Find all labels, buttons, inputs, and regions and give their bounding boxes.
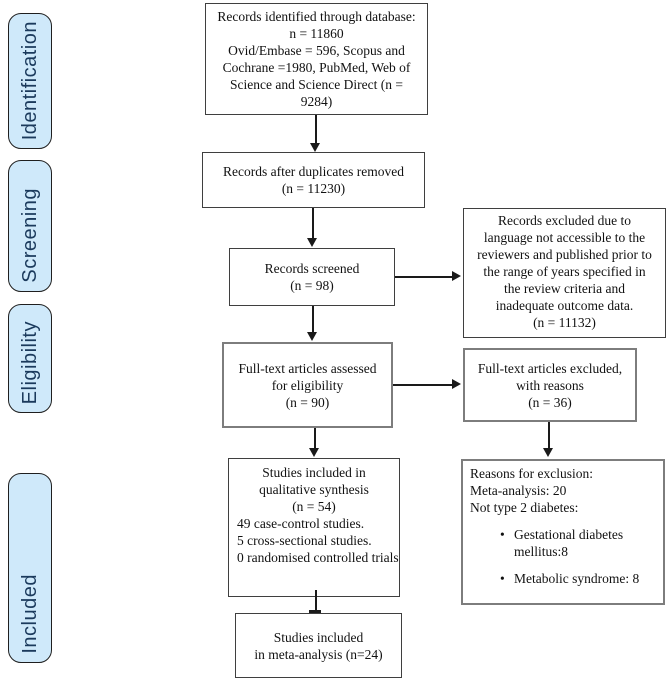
box-line: Studies included in [262, 465, 366, 480]
bullet-item: • Gestational diabetes mellitus:8 [470, 526, 659, 560]
box-line: Records after duplicates removed [222, 164, 405, 179]
exclusion-reasons-box: Reasons for exclusion: Meta-analysis: 20… [461, 459, 665, 605]
arrowhead-right-icon [452, 271, 461, 281]
box-line: (n = 11132) [533, 315, 596, 330]
box-line: for eligibility [271, 377, 344, 393]
box-line: Records identified through database: [217, 9, 416, 24]
stage-identification: Identification [8, 13, 52, 149]
meta-analysis-box: Studies included in meta-analysis (n=24) [235, 613, 402, 678]
arrow-fulltext-to-qualitative [314, 428, 316, 448]
box-line: 49 case-control studies. [237, 516, 365, 531]
arrowhead-down-icon [307, 238, 317, 247]
box-line: Full-text articles assessed [238, 360, 377, 376]
arrowhead-right-icon [452, 379, 461, 389]
arrow-fulltext-to-excluded [393, 384, 452, 386]
stage-screening-label: Screening [18, 188, 41, 283]
box-line: (n = 54) [292, 499, 336, 514]
bullet-icon: • [500, 571, 505, 586]
box-line: n = 11860 [289, 26, 344, 41]
arrowhead-down-icon [310, 143, 320, 152]
box-line: Studies included [273, 629, 364, 645]
arrowhead-flat-icon [309, 610, 321, 613]
bullet-text: Metabolic syndrome: 8 [514, 571, 640, 586]
arrow-identified-to-duplicates [315, 115, 317, 143]
bullet-text: Gestational diabetes mellitus:8 [514, 527, 624, 559]
box-line: in meta-analysis (n=24) [254, 646, 383, 662]
duplicates-removed-box: Records after duplicates removed (n = 11… [202, 152, 425, 208]
bullet-icon: • [500, 527, 505, 542]
box-line: Not type 2 diabetes: [470, 500, 579, 515]
box-line: qualitative synthesis [259, 482, 369, 497]
arrow-duplicates-to-screened [312, 208, 314, 238]
box-line: language not accessible to the [483, 230, 646, 245]
arrow-screened-to-fulltext [312, 306, 314, 332]
bullet-item: • Metabolic syndrome: 8 [470, 570, 659, 587]
arrowhead-down-icon [309, 448, 319, 457]
box-line: inadequate outcome data. [495, 298, 634, 313]
box-line: the review criteria and [503, 281, 626, 296]
stage-eligibility: Eligibility [8, 304, 52, 413]
box-line: Meta-analysis: 20 [470, 483, 567, 498]
exclusion-reasons-content: Reasons for exclusion: Meta-analysis: 20… [463, 461, 663, 587]
stage-identification-label: Identification [18, 20, 41, 140]
arrowhead-down-icon [543, 448, 553, 457]
box-line: 0 randomised controlled trials [237, 550, 399, 565]
box-line: 5 cross-sectional studies. [237, 533, 372, 548]
records-screened-box: Records screened (n = 98) [229, 248, 395, 306]
box-line: Full-text articles excluded, [477, 360, 623, 376]
stage-screening: Screening [8, 160, 52, 292]
box-line: with reasons [516, 377, 584, 393]
box-line: Records screened [264, 261, 360, 276]
box-line: the range of years specified in [483, 264, 646, 279]
arrow-qualitative-to-meta [315, 590, 317, 611]
box-line: (n = 98) [290, 278, 334, 293]
stage-included-label: Included [18, 574, 41, 654]
box-line: (n = 90) [285, 394, 330, 410]
arrow-screened-to-excluded [395, 276, 452, 278]
box-line: Reasons for exclusion: [470, 466, 593, 481]
box-line: Records excluded due to [497, 213, 632, 228]
fulltext-excluded-box: Full-text articles excluded, with reason… [463, 348, 637, 422]
box-line: reviewers and published prior to [477, 247, 652, 262]
box-line: 9284) [300, 94, 333, 109]
box-line: Science and Science Direct (n = [230, 77, 403, 92]
box-line: Ovid/Embase = 596, Scopus and [228, 43, 405, 58]
box-line: (n = 36) [528, 394, 572, 410]
arrowhead-down-icon [307, 332, 317, 341]
fulltext-assessed-box: Full-text articles assessed for eligibil… [222, 342, 393, 428]
records-excluded-box: Records excluded due to language not acc… [463, 208, 666, 338]
stage-included: Included [8, 473, 52, 663]
records-identified-box: Records identified through database: n =… [205, 3, 428, 115]
box-line: Cochrane =1980, PubMed, Web of [222, 60, 411, 75]
qualitative-synthesis-box: Studies included in qualitative synthesi… [228, 458, 400, 597]
arrow-excluded-to-reasons [548, 422, 550, 449]
box-line: (n = 11230) [281, 181, 346, 196]
stage-eligibility-label: Eligibility [18, 320, 41, 404]
